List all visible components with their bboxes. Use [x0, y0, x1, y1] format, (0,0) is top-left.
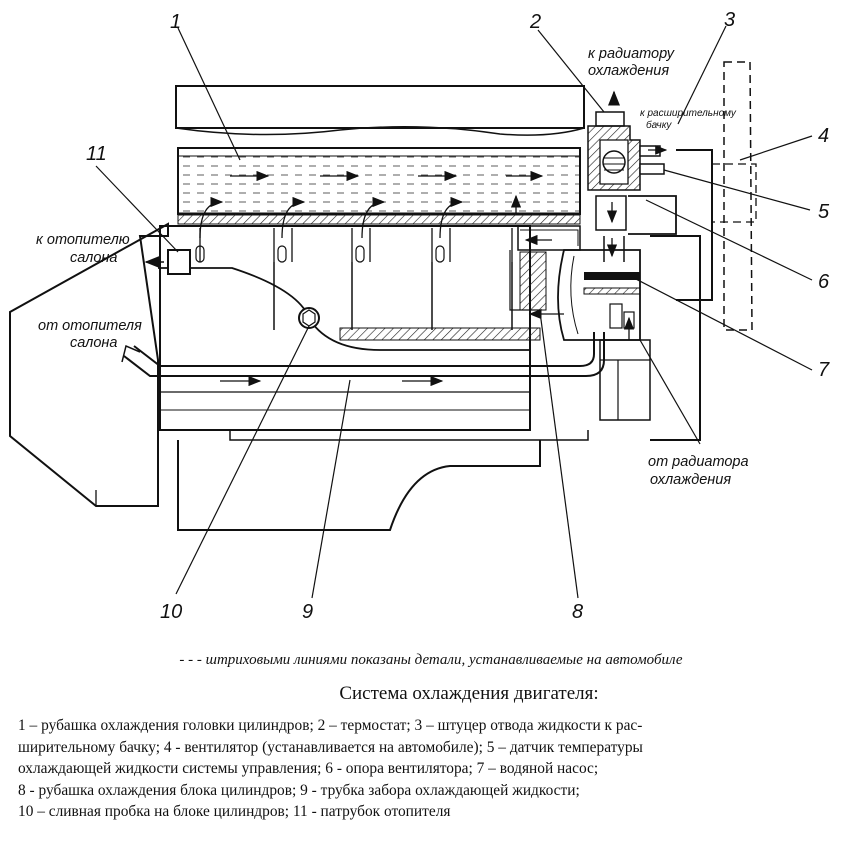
cylinder-head-jacket [177, 147, 581, 216]
label-to-radiator-line2: охлаждения [588, 63, 669, 79]
label-to-exp-tank-line1: к расширительному [640, 108, 737, 119]
callout-2: 2 [529, 11, 541, 33]
engine-block [159, 225, 589, 531]
legend-line: охлаждающей жидкости системы управления;… [18, 760, 599, 777]
label-to-exp-tank-line2: бачку [646, 119, 672, 131]
legend: 1 – рубашка охлаждения головки цилиндров… [18, 715, 848, 823]
pulley [599, 235, 701, 441]
cooling-system-diagram: 1 2 3 4 5 6 7 8 9 10 11 к радиатору охла… [9, 9, 830, 623]
callout-5: 5 [818, 201, 830, 223]
label-to-heater-line1: к отопителю [36, 232, 130, 248]
water-pump [557, 249, 641, 341]
callout-10: 10 [160, 601, 182, 623]
valve-cover [175, 85, 585, 136]
label-from-radiator-line2: охлаждения [650, 472, 731, 488]
fan-dashed [712, 61, 757, 331]
callout-3: 3 [724, 9, 735, 31]
leader-lines [95, 25, 813, 599]
legend-line: 8 - рубашка охлаждения блока цилиндров; … [18, 781, 580, 799]
coolant-intake-tube [121, 332, 605, 387]
legend-line: 1 – рубашка охлаждения головки цилиндров… [18, 717, 643, 734]
label-from-radiator-line1: от радиатора [648, 454, 749, 470]
callout-9: 9 [302, 601, 313, 623]
label-to-radiator-line1: к радиатору [588, 46, 675, 62]
callout-7: 7 [818, 359, 830, 381]
dashed-lines-note: - - - штриховыми линиями показаны детали… [179, 652, 683, 668]
temperature-sensor [639, 163, 665, 175]
expansion-tank-fitting [639, 145, 668, 157]
legend-line: ширительному бачку; 4 - вентилятор (уста… [18, 738, 643, 756]
legend-line: 10 – сливная пробка на блоке цилиндров; … [18, 803, 451, 820]
block-jacket-and-pump-housing [509, 225, 581, 320]
diagram-title: Система охлаждения двигателя: [339, 683, 599, 704]
flow-labels: к радиатору охлаждения к расширительному… [36, 46, 749, 488]
drain-plug [298, 307, 320, 329]
label-from-heater-line1: от отопителя [38, 318, 142, 334]
callout-11: 11 [86, 143, 107, 165]
callout-8: 8 [572, 601, 583, 623]
thermostat [587, 90, 641, 262]
label-to-heater-line2: салона [70, 250, 117, 266]
callout-numbers: 1 2 3 4 5 6 7 8 9 10 11 [86, 9, 830, 623]
label-from-heater-line2: салона [70, 335, 117, 351]
callout-6: 6 [818, 271, 830, 293]
callout-4: 4 [818, 125, 829, 147]
heater-outlet-fitting [144, 249, 191, 275]
callout-1: 1 [170, 11, 181, 33]
